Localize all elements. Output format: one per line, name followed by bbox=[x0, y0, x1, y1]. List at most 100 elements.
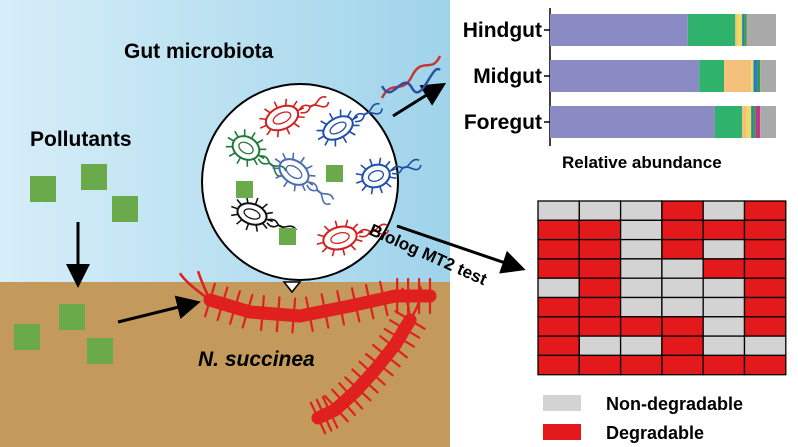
x-axis-label: Relative abundance bbox=[562, 153, 722, 172]
bar-segment bbox=[687, 14, 736, 46]
bar-segment bbox=[751, 60, 754, 92]
bar-segment bbox=[760, 60, 776, 92]
heatmap-cell bbox=[743, 316, 787, 337]
bar-segment bbox=[699, 60, 725, 92]
bar-segment bbox=[742, 14, 745, 46]
bacterium-icon bbox=[259, 96, 330, 138]
bar-segment bbox=[753, 106, 756, 138]
bacteria-group bbox=[225, 96, 422, 257]
category-label: Midgut bbox=[473, 65, 542, 88]
heatmap-cell bbox=[619, 277, 663, 299]
pollutant-square bbox=[87, 338, 113, 364]
bar-segment bbox=[751, 106, 754, 138]
heatmap-cell bbox=[661, 335, 704, 357]
bar-segment bbox=[724, 60, 752, 92]
pollutants-label: Pollutants bbox=[30, 128, 132, 151]
heatmap-cell bbox=[743, 219, 787, 241]
bacterium-icon bbox=[316, 102, 383, 147]
legend-label-degradable: Degradable bbox=[606, 423, 704, 443]
heatmap-cell bbox=[743, 277, 787, 299]
heatmap-cell bbox=[537, 354, 580, 376]
heatmap-cell bbox=[661, 316, 704, 337]
legend-label-non-degradable: Non-degradable bbox=[606, 394, 743, 414]
heatmap-cell bbox=[537, 277, 580, 299]
bar-segment bbox=[755, 106, 761, 138]
heatmap-cell bbox=[578, 200, 622, 221]
species-label: N. succinea bbox=[198, 348, 315, 371]
inner-pollutants bbox=[236, 165, 343, 245]
heatmap-cell bbox=[619, 200, 663, 221]
category-label: Foregut bbox=[464, 111, 542, 134]
arrow-to-centipede bbox=[117, 295, 201, 324]
heatmap-cell bbox=[619, 219, 663, 241]
heatmap-cell bbox=[578, 335, 622, 357]
pollutant-square bbox=[112, 196, 138, 222]
heatmap-cell bbox=[578, 238, 622, 260]
heatmap-cell bbox=[661, 258, 704, 279]
heatmap-cell bbox=[578, 277, 622, 299]
heatmap-cell bbox=[578, 258, 622, 279]
heatmap-legend: Non-degradable Degradable bbox=[543, 394, 743, 443]
bar-segment bbox=[757, 60, 761, 92]
heatmap-cell bbox=[619, 354, 663, 376]
heatmap-cell bbox=[743, 200, 787, 221]
heatmap-cell bbox=[743, 258, 787, 279]
pollutant-square bbox=[236, 181, 253, 198]
pollutant-square bbox=[59, 304, 85, 330]
heatmap-cell bbox=[578, 296, 622, 318]
centipede-illustration bbox=[178, 270, 437, 435]
gut-microbiota-label: Gut microbiota bbox=[124, 40, 274, 63]
arrow-to-biolog bbox=[396, 224, 526, 274]
heatmap-cell bbox=[702, 238, 746, 260]
biolog-heatmap bbox=[537, 200, 787, 376]
bar-segment bbox=[760, 106, 776, 138]
bar-segment bbox=[744, 14, 747, 46]
heatmap-cell bbox=[743, 354, 787, 376]
heatmap-cell bbox=[661, 277, 704, 299]
heatmap-cell bbox=[743, 296, 787, 318]
heatmap-cell bbox=[537, 335, 580, 357]
pollutant-squares bbox=[14, 164, 138, 364]
pollutant-square bbox=[279, 228, 296, 245]
heatmap-cell bbox=[702, 354, 746, 376]
heatmap-cell bbox=[702, 258, 746, 279]
legend-swatch-non-degradable bbox=[543, 395, 581, 411]
bar-segment bbox=[735, 14, 738, 46]
heatmap-cell bbox=[578, 316, 622, 337]
heatmap-cell bbox=[661, 296, 704, 318]
heatmap-cell bbox=[537, 316, 580, 337]
bar-segment bbox=[746, 106, 752, 138]
bacterium-icon bbox=[316, 219, 390, 257]
heatmap-cell bbox=[661, 354, 704, 376]
bacterium-icon bbox=[225, 129, 287, 178]
arrow-to-sequencing bbox=[392, 82, 447, 118]
bacterium-icon bbox=[355, 157, 422, 195]
heatmap-cell bbox=[537, 258, 580, 279]
bar-segment bbox=[550, 60, 700, 92]
heatmap-cell bbox=[702, 316, 746, 337]
pollutant-square bbox=[81, 164, 107, 190]
bar-segment bbox=[550, 106, 715, 138]
centipede-icon bbox=[178, 270, 437, 334]
pollutant-square bbox=[326, 165, 343, 182]
heatmap-cell bbox=[619, 296, 663, 318]
bar-segment bbox=[746, 14, 776, 46]
heatmap-cell bbox=[702, 219, 746, 241]
heatmap-cell bbox=[743, 335, 787, 357]
heatmap-cell bbox=[661, 238, 704, 260]
heatmap-cell bbox=[619, 335, 663, 357]
heatmap-cell bbox=[537, 200, 580, 221]
heatmap-cell bbox=[537, 219, 580, 241]
heatmap-cell bbox=[537, 238, 580, 260]
heatmap-cell bbox=[661, 200, 704, 221]
heatmap-cell bbox=[578, 354, 622, 376]
bacterium-icon bbox=[231, 196, 297, 238]
heatmap-cell bbox=[619, 258, 663, 279]
heatmap-cell bbox=[702, 296, 746, 318]
bar-segment bbox=[737, 14, 743, 46]
pollutant-square bbox=[30, 176, 56, 202]
bar-segment bbox=[714, 106, 743, 138]
magnifier-pointer bbox=[282, 281, 302, 294]
